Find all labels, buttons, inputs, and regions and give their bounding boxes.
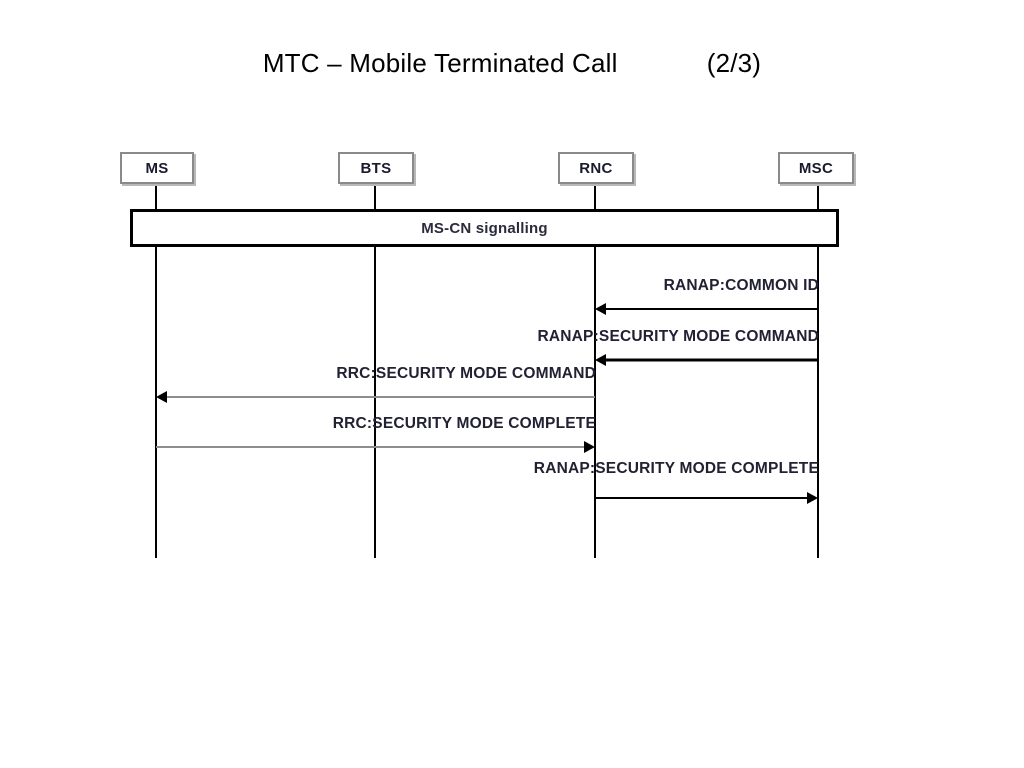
message-arrowhead-2 <box>595 354 606 366</box>
message-arrowhead-5 <box>807 492 818 504</box>
message-label-5: RANAP:SECURITY MODE COMPLETE <box>533 460 819 477</box>
lifeline-label-rnc: RNC <box>579 159 613 177</box>
lifeline-head-msc: MSC <box>778 152 854 184</box>
message-arrowhead-4 <box>584 441 595 453</box>
message-arrowhead-1 <box>595 303 606 315</box>
lifeline-head-ms: MS <box>120 152 194 184</box>
message-label-1: RANAP:COMMON ID <box>663 277 819 294</box>
lifeline-head-bts: BTS <box>338 152 414 184</box>
lifeline-head-rnc: RNC <box>558 152 634 184</box>
lifeline-label-msc: MSC <box>798 159 834 177</box>
lifeline-label-ms: MS <box>145 159 169 177</box>
message-label-4: RRC:SECURITY MODE COMPLETE <box>332 415 596 432</box>
message-arrowhead-3 <box>156 391 167 403</box>
combined-fragment-ms-cn-signalling: MS-CN signalling <box>130 209 839 247</box>
messages-group <box>156 303 818 504</box>
lifeline-label-bts: BTS <box>360 159 392 177</box>
message-label-2: RANAP:SECURITY MODE COMMAND <box>537 328 819 345</box>
combined-fragment-label: MS-CN signalling <box>421 219 548 237</box>
message-label-3: RRC:SECURITY MODE COMMAND <box>336 365 596 382</box>
page-title: MTC – Mobile Terminated Call (2/3) <box>262 48 762 78</box>
